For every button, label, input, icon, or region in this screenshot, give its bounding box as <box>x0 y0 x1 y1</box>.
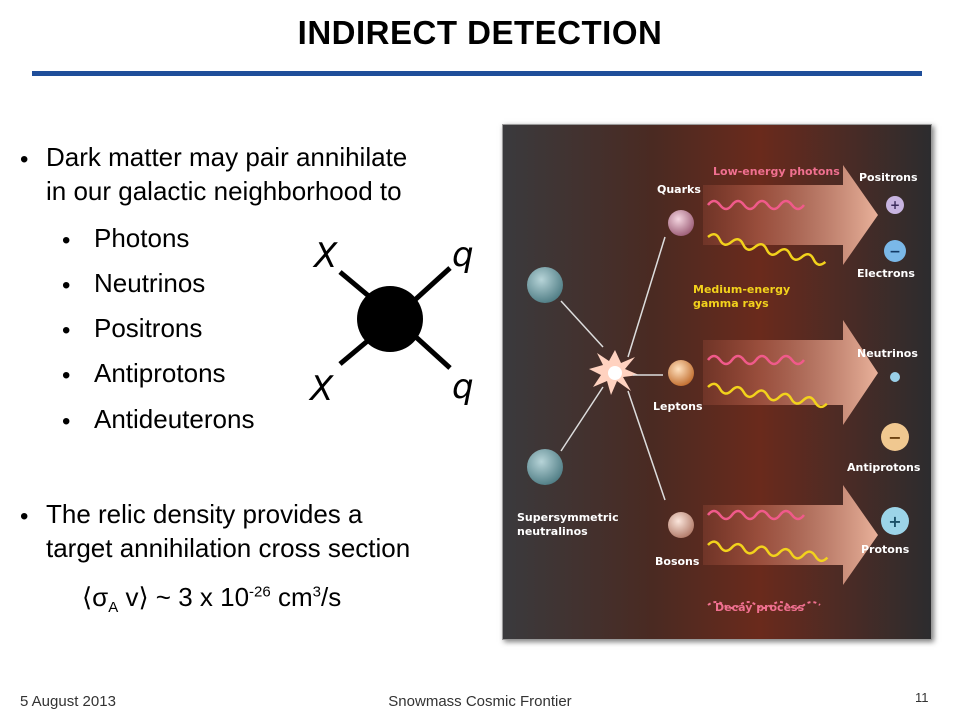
label-quarks: Quarks <box>657 183 701 196</box>
boson-ball <box>668 512 694 538</box>
formula-unit: cm <box>270 582 313 612</box>
label-x-top: X <box>312 236 338 276</box>
footer-date: 5 August 2013 <box>20 693 116 710</box>
feynman-diagram: X X q q <box>308 235 474 409</box>
arrow-shape <box>703 320 878 425</box>
lepton-ball <box>668 360 694 386</box>
bullet-1: Dark matter may pair annihilate in our g… <box>46 140 506 208</box>
label-electrons: Electrons <box>857 267 915 280</box>
label-neutrinos: Neutrinos <box>857 347 918 360</box>
formula-exponent: -26 <box>249 583 271 601</box>
label-low-energy-photons: Low-energy photons <box>713 165 840 178</box>
title-underline <box>32 71 922 76</box>
formula-unit-exponent: 3 <box>312 583 321 601</box>
arrow-shape <box>703 165 878 265</box>
proton-sign: + <box>888 512 901 531</box>
label-decay-process: Decay process <box>715 601 805 614</box>
cross-section-formula: ⟨σA v⟩ ~ 3 x 10-26 cm3/s <box>82 582 341 616</box>
sub-bullet-neutrinos: Neutrinos <box>94 268 206 298</box>
label-x-bottom: X <box>308 369 334 409</box>
arrow-shape <box>703 485 878 585</box>
sub-bullet-dot: • <box>62 362 71 389</box>
bullet-1-line-2: in our galactic neighborhood to <box>46 176 402 206</box>
label-medium-energy-2: gamma rays <box>693 297 769 310</box>
label-protons: Protons <box>861 543 910 556</box>
vertex-blob <box>357 286 423 352</box>
sub-bullet-dot: • <box>62 227 71 254</box>
label-leptons: Leptons <box>653 400 703 413</box>
formula-sigma: σ <box>92 582 109 612</box>
label-supersymmetric: Supersymmetric <box>517 511 619 524</box>
sub-bullet-positrons: Positrons <box>94 313 203 343</box>
bullet-2: The relic density provides a target anni… <box>46 497 506 565</box>
label-q-top: q <box>452 235 474 275</box>
bullet-2-line-1: The relic density provides a <box>46 499 363 529</box>
neutrino-ball <box>890 372 900 382</box>
label-bosons: Bosons <box>655 555 700 568</box>
label-positrons: Positrons <box>859 171 918 184</box>
formula-subscript: A <box>108 599 119 617</box>
antiproton-sign: − <box>888 428 901 447</box>
page-number: 11 <box>915 690 929 705</box>
neutralino-ball <box>527 449 563 485</box>
footer-title: Snowmass Cosmic Frontier <box>388 693 572 710</box>
quark-ball <box>668 210 694 236</box>
proton-ball <box>881 507 909 535</box>
label-neutralinos: neutralinos <box>517 525 588 538</box>
electron-ball <box>884 240 906 262</box>
positron-sign: + <box>890 198 900 212</box>
formula-tail: /s <box>320 582 342 612</box>
annihilation-illustration: + − − + Quarks Leptons Bosons Supersymme… <box>502 124 932 640</box>
bullet-dot: • <box>20 503 29 530</box>
neutralino-ball <box>527 267 563 303</box>
label-medium-energy-1: Medium-energy <box>693 283 790 296</box>
positron-ball <box>886 196 904 214</box>
formula-middle: v⟩ ~ 3 x 10 <box>118 582 250 612</box>
sub-bullet-dot: • <box>62 317 71 344</box>
bullet-dot: • <box>20 146 29 173</box>
sub-bullet-antiprotons: Antiprotons <box>94 358 226 388</box>
antiproton-ball <box>881 423 909 451</box>
sub-bullet-antideuterons: Antideuterons <box>94 404 255 434</box>
electron-sign: − <box>889 244 901 260</box>
sub-bullet-photons: Photons <box>94 223 190 253</box>
label-antiprotons: Antiprotons <box>847 461 921 474</box>
label-q-bottom: q <box>452 367 474 407</box>
sub-bullet-dot: • <box>62 408 71 435</box>
bullet-2-line-2: target annihilation cross section <box>46 533 411 563</box>
bullet-1-line-1: Dark matter may pair annihilate <box>46 142 408 172</box>
slide-title: INDIRECT DETECTION <box>297 14 663 51</box>
sub-bullet-dot: • <box>62 272 71 299</box>
formula-bracket: ⟨ <box>82 582 93 612</box>
